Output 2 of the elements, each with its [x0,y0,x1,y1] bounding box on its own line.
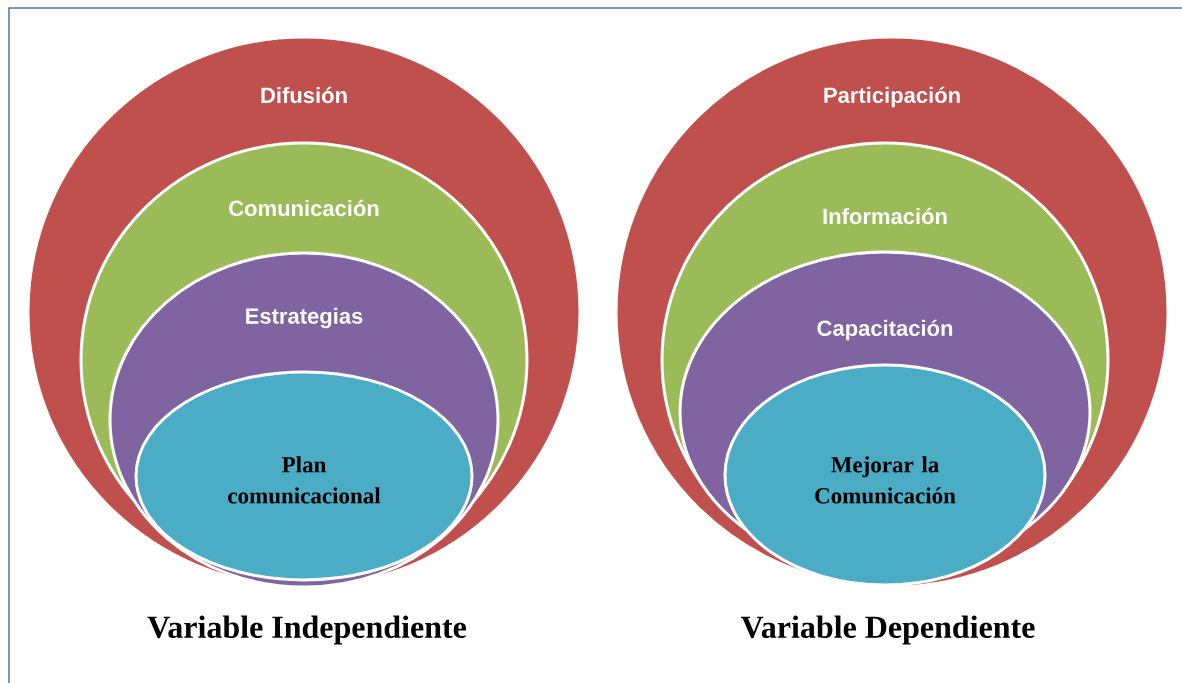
caption: Variable Independiente [147,615,467,645]
caption: Variable Dependiente [740,615,1035,645]
